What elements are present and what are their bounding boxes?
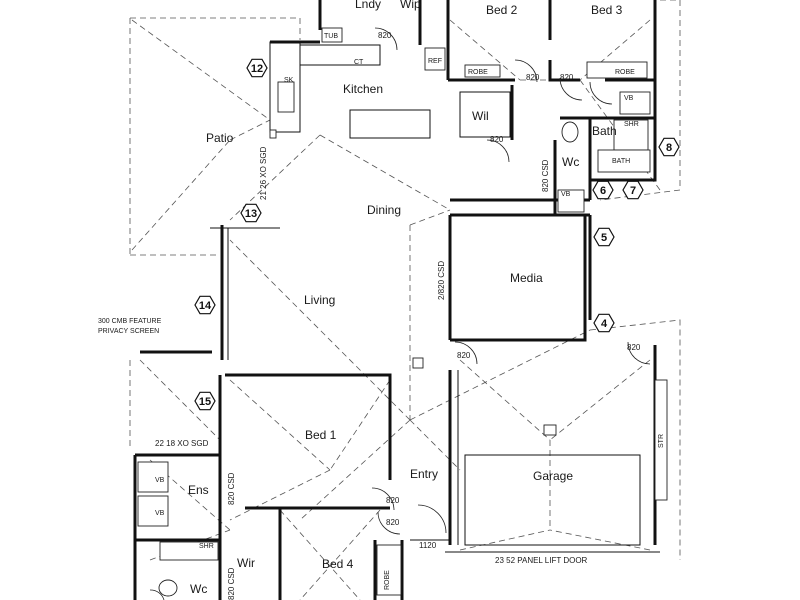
marker-12: 12	[246, 58, 268, 78]
marker-hexagon	[658, 137, 680, 157]
fixture-label-ct: CT	[354, 59, 364, 66]
marker-hexagon	[622, 180, 644, 200]
dim-door-820-garage: 820	[627, 343, 641, 352]
room-label-entry: Entry	[410, 467, 438, 481]
marker-label: 12	[251, 63, 263, 75]
room-label-wir: Wir	[237, 556, 255, 570]
doors	[149, 27, 651, 600]
dim-door-820-bed3: 820	[560, 73, 574, 82]
dim-csd-ens: 820 CSD	[227, 472, 236, 505]
dim-door-820-bed2: 820	[526, 73, 540, 82]
marker-4: 4	[593, 313, 615, 333]
marker-hexagon	[194, 295, 216, 315]
fixture-label-vb-ens-1: VB	[155, 477, 165, 484]
marker-8: 8	[658, 137, 680, 157]
dim-csd-media: 2/820 CSD	[437, 261, 446, 300]
room-label-garage: Garage	[533, 469, 573, 483]
fixture-label-ref: REF	[428, 58, 442, 65]
marker-6: 6	[592, 180, 614, 200]
marker-13: 13	[240, 203, 262, 223]
dim-door-820-wil: 820	[490, 135, 504, 144]
dimension-labels: 820 820 820 820 820 CSD 21 26 XO SGD 2/8…	[98, 31, 641, 600]
room-label-lndy: Lndy	[355, 0, 381, 11]
room-label-ens: Ens	[188, 483, 209, 497]
marker-label: 8	[666, 142, 672, 154]
dim-sgd-patio: 21 26 XO SGD	[259, 146, 268, 200]
marker-label: 15	[199, 396, 211, 408]
room-label-wip: Wip	[400, 0, 421, 11]
room-label-wc-bottom: Wc	[190, 582, 207, 596]
room-label-wc-top: Wc	[562, 155, 579, 169]
marker-label: 5	[601, 232, 607, 244]
room-label-dining: Dining	[367, 203, 401, 217]
room-labels: Lndy Wip Bed 2 Bed 3 Kitchen Wil Bath Wc…	[188, 0, 623, 596]
fixture-label-vb-wc: VB	[561, 191, 571, 198]
fixture-label-robe-bed3: ROBE	[615, 69, 635, 76]
dim-door-1120: 1120	[419, 541, 437, 550]
marker-hexagon	[593, 227, 615, 247]
marker-5: 5	[593, 227, 615, 247]
room-label-bed4: Bed 4	[322, 557, 354, 571]
fixtures	[137, 27, 668, 597]
dim-csd-wir: 820 CSD	[227, 567, 236, 600]
marker-hexagon	[593, 313, 615, 333]
marker-14: 14	[194, 295, 216, 315]
room-label-living: Living	[304, 293, 335, 307]
fixture-label-str: STR	[658, 434, 665, 448]
dim-door-820-lndy: 820	[378, 31, 392, 40]
fixture-label-shr-bath: SHR	[624, 121, 639, 128]
marker-label: 7	[630, 185, 636, 197]
room-label-bath: Bath	[592, 124, 617, 138]
fixture-label-vb-bath: VB	[624, 95, 634, 102]
walls	[133, 0, 660, 600]
room-label-bed2: Bed 2	[486, 3, 518, 17]
marker-15: 15	[194, 391, 216, 411]
marker-label: 14	[199, 300, 212, 312]
room-label-bed3: Bed 3	[591, 3, 623, 17]
marker-hexagon	[246, 58, 268, 78]
dim-sgd-bed1: 22 18 XO SGD	[155, 439, 209, 448]
marker-label: 6	[600, 185, 606, 197]
marker-hexagon	[194, 391, 216, 411]
fixture-label-robe-bed4: ROBE	[384, 570, 391, 590]
room-label-kitchen: Kitchen	[343, 82, 383, 96]
marker-label: 4	[601, 318, 608, 330]
fixture-label-tub: TUB	[324, 33, 338, 40]
dim-csd-wc: 820 CSD	[541, 159, 550, 192]
markers: 4 5 6 7 8 12 13 14 15	[194, 58, 680, 411]
dim-door-820-entry-1: 820	[386, 496, 400, 505]
room-label-bed1: Bed 1	[305, 428, 337, 442]
dim-feature-screen-line2: PRIVACY SCREEN	[98, 328, 159, 335]
fixture-label-vb-ens-2: VB	[155, 510, 165, 517]
fixture-label-sk: SK	[284, 77, 294, 84]
room-label-patio: Patio	[206, 131, 234, 145]
fixture-label-bath-tub: BATH	[612, 158, 630, 165]
dim-garage-door: 23 52 PANEL LIFT DOOR	[495, 556, 588, 565]
marker-hexagon	[240, 203, 262, 223]
fixture-labels: TUB CT SK REF ROBE ROBE VB SHR BATH VB V…	[155, 33, 665, 590]
marker-label: 13	[245, 208, 257, 220]
marker-7: 7	[622, 180, 644, 200]
dim-door-820-entry-2: 820	[386, 518, 400, 527]
dim-feature-screen-line1: 300 CMB FEATURE	[98, 318, 162, 325]
room-label-media: Media	[510, 271, 543, 285]
fixture-label-robe-bed2: ROBE	[468, 69, 488, 76]
dim-door-820-media: 820	[457, 351, 471, 360]
marker-hexagon	[592, 180, 614, 200]
fixture-label-shr-ens: SHR	[199, 543, 214, 550]
room-label-wil: Wil	[472, 109, 489, 123]
